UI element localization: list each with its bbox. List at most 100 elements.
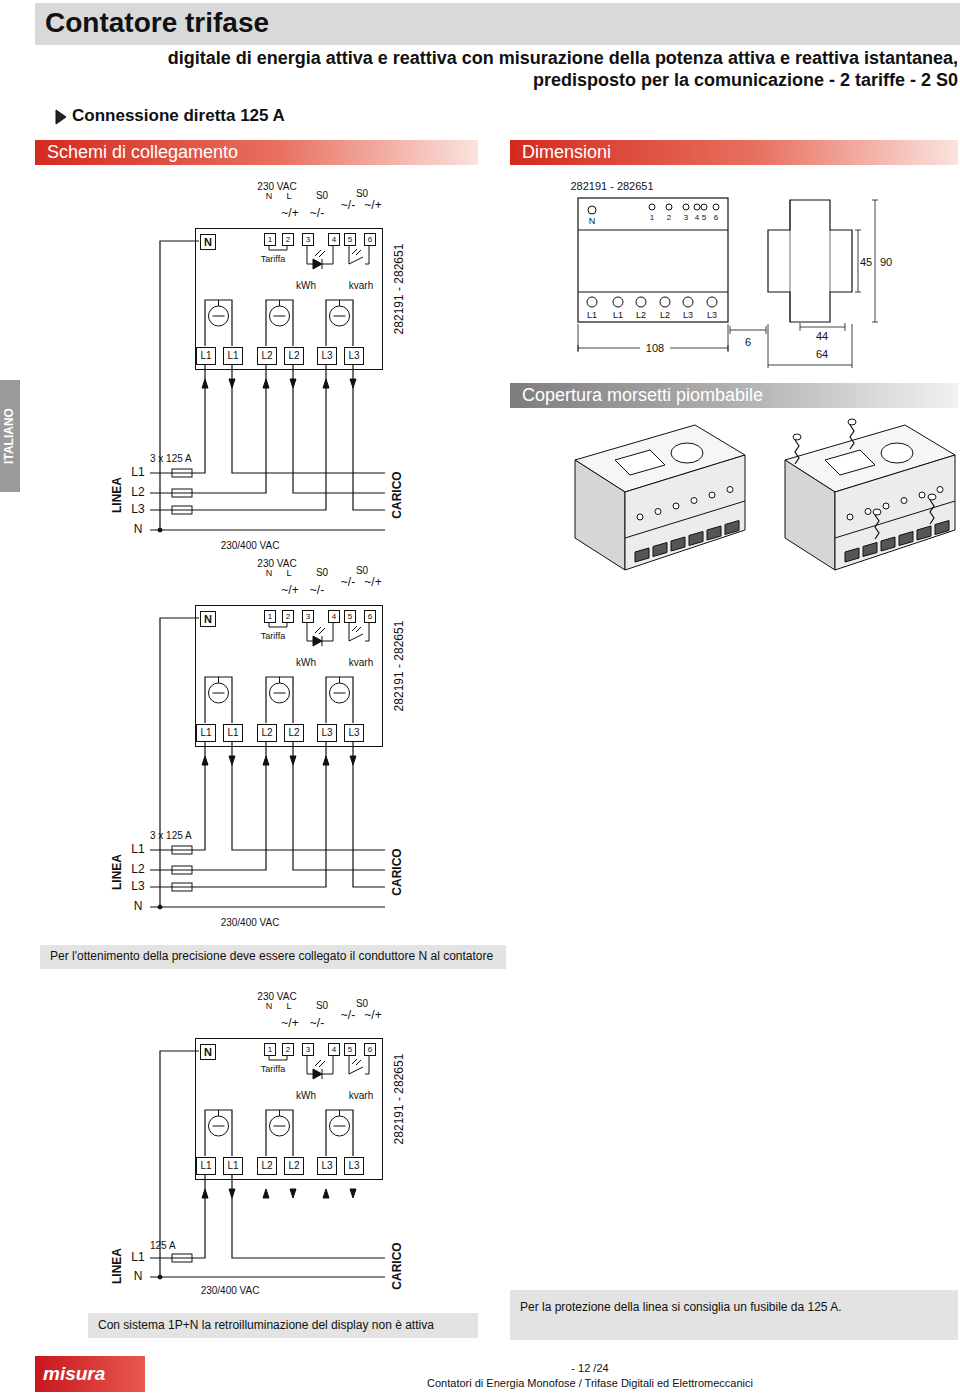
node-text: Per la protezione della linea si consigl… xyxy=(520,1300,842,1314)
node-text: N xyxy=(204,1047,212,1058)
current-path xyxy=(266,677,293,723)
node-text: Con sistema 1P+N la retroilluminazione d… xyxy=(98,1319,434,1332)
coil-mark xyxy=(334,1126,346,1127)
terminal-slot xyxy=(635,548,649,562)
terminal-hole xyxy=(666,204,672,210)
terminal-box: 5 xyxy=(344,233,356,246)
coil-mark xyxy=(213,1126,225,1127)
node-text: L3 xyxy=(348,728,359,738)
section-band: Dimensioni xyxy=(510,140,958,165)
load-conductor xyxy=(353,741,385,887)
flow-arrow xyxy=(263,1189,269,1198)
terminal-slot xyxy=(863,543,877,557)
diagram-label: 230/400 VAC xyxy=(221,540,280,551)
flow-arrow xyxy=(350,1189,356,1198)
load-conductor xyxy=(232,1174,385,1258)
terminal-slot xyxy=(725,521,739,535)
diagram-label: L2 xyxy=(636,311,646,321)
diagram-label: LINEA xyxy=(111,477,124,513)
terminal-box: 4 xyxy=(328,233,340,246)
terminal-slot xyxy=(653,543,667,557)
node-text: L3 xyxy=(321,1161,332,1171)
terminal-box: L3 xyxy=(344,1157,364,1175)
terminal-box: 4 xyxy=(328,1043,340,1056)
current-path xyxy=(326,300,353,346)
diagram-label: S0 xyxy=(356,998,368,1009)
node-text: kvarh xyxy=(349,658,373,668)
meter-coil xyxy=(270,1116,290,1136)
load-conductor xyxy=(232,741,385,850)
node-text: 5 xyxy=(348,1046,352,1054)
diagram-label: N xyxy=(589,217,596,227)
current-path xyxy=(205,300,232,346)
terminal-box: L3 xyxy=(317,347,337,365)
dimension-line xyxy=(872,200,878,322)
language-tab: ITALIANO xyxy=(0,380,20,492)
diagram-label: 230 VAC xyxy=(257,991,296,1002)
diagram-label: L1 xyxy=(131,1251,144,1264)
terminal-slot xyxy=(917,526,931,540)
diagram-label: CARICO xyxy=(391,471,404,518)
node-text: 282191 - 282651 xyxy=(393,1054,405,1145)
note-box: Con sistema 1P+N la retroilluminazione d… xyxy=(88,1313,478,1338)
terminal-screw xyxy=(865,509,871,515)
terminal-slot xyxy=(935,521,949,535)
node-text: 3 xyxy=(306,1046,310,1054)
pulse-output xyxy=(307,245,313,264)
terminal-box: 2 xyxy=(282,1043,294,1056)
neutral-conductor xyxy=(150,1276,385,1277)
terminal-box: L2 xyxy=(257,347,277,365)
terminal-box: N xyxy=(200,1044,216,1060)
diagram-label: 3 x 125 A xyxy=(150,453,192,464)
terminal-box: L3 xyxy=(317,1157,337,1175)
terminal-box: 3 xyxy=(302,610,314,623)
pulse-output xyxy=(307,1055,313,1074)
seal xyxy=(873,509,881,515)
terminal-screw xyxy=(937,487,943,493)
terminal-slot xyxy=(707,526,721,540)
line-conductor xyxy=(150,364,266,493)
terminal-hole xyxy=(660,297,670,307)
terminal-box: N xyxy=(200,611,216,627)
neutral-conductor xyxy=(160,241,199,530)
line-conductor xyxy=(150,364,326,510)
node-text: L1 xyxy=(200,728,211,738)
meter-side xyxy=(575,460,625,570)
terminal-hole xyxy=(649,204,655,210)
meter-side-view xyxy=(768,200,852,322)
diagram-label: Contatori di Energia Monofose / Trifase … xyxy=(427,1377,753,1389)
diagram-label: L xyxy=(286,569,291,579)
diagram-label: S0 xyxy=(316,190,328,201)
voltage-tap xyxy=(339,677,340,683)
diagram-label: L1 xyxy=(613,311,623,321)
terminal-slot xyxy=(689,532,703,546)
diagram-label: L2 xyxy=(131,486,144,499)
diagram-label: 6 xyxy=(745,336,751,348)
diagram-label: 6 xyxy=(714,214,718,223)
neutral-conductor xyxy=(160,618,199,907)
light-arrow xyxy=(315,250,325,257)
diagram-label: ~/+ xyxy=(281,1017,298,1030)
pulse-output xyxy=(307,622,313,641)
node-text: 2 xyxy=(286,613,290,621)
coil-mark xyxy=(213,316,225,317)
terminal-box: L2 xyxy=(284,1157,304,1175)
diagram-label: 108 xyxy=(646,342,664,354)
line-conductor xyxy=(150,741,326,887)
terminal-slot xyxy=(845,548,859,562)
terminal-box: 2 xyxy=(282,233,294,246)
dimension-line xyxy=(800,323,845,331)
note-box: Per l'ottenimento della precisione deve … xyxy=(40,945,506,969)
node-text: L2 xyxy=(261,1161,272,1171)
light-arrow xyxy=(352,1059,361,1065)
meter-front xyxy=(625,455,745,570)
diagram-label: LINEA xyxy=(111,1248,124,1284)
seal-wire xyxy=(795,440,799,464)
diagram-label: ~/- xyxy=(341,199,355,212)
diagram-label: L2 xyxy=(660,311,670,321)
meter-front xyxy=(835,455,955,570)
diagram-label: L3 xyxy=(131,880,144,893)
terminal-box: 3 xyxy=(302,233,314,246)
terminal-hole xyxy=(613,297,623,307)
